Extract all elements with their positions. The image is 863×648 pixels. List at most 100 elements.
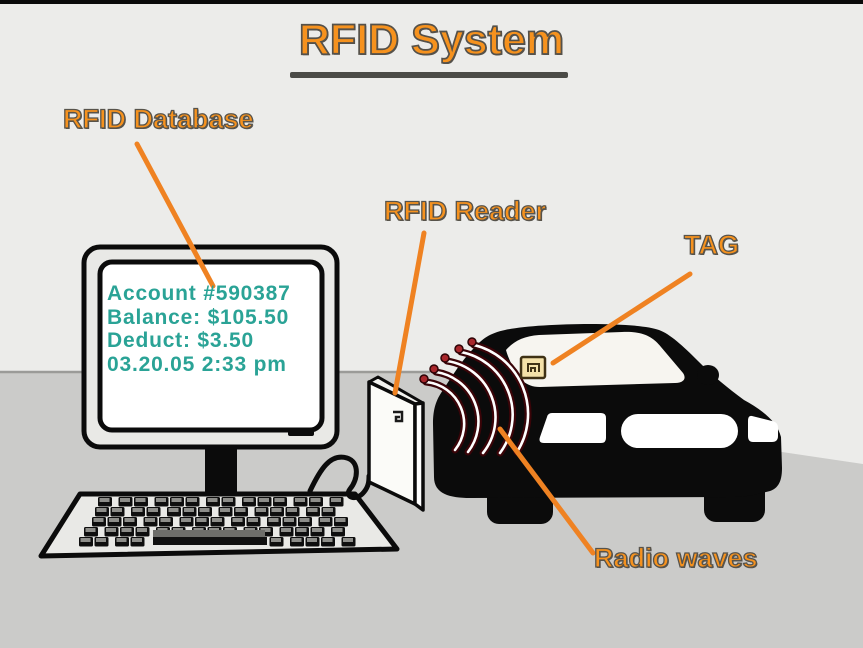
keyboard-key-top	[168, 508, 179, 512]
monitor	[81, 244, 340, 450]
radio-wave-arc-highlight	[472, 343, 530, 454]
keyboard-key-top	[287, 508, 297, 512]
keyboard-key-top	[310, 498, 321, 502]
top-border	[0, 0, 863, 4]
keyboard-key-top	[291, 538, 302, 542]
keyboard-key-top	[274, 498, 285, 502]
keyboard-key-top	[284, 518, 294, 522]
car-headlight-left	[539, 413, 606, 443]
label-rfid-database: RFID Database	[62, 103, 254, 134]
keyboard-key-top	[271, 508, 282, 512]
keyboard-key-top	[299, 518, 310, 522]
wave-dot	[440, 353, 450, 363]
keyboard-key-top	[271, 538, 281, 542]
keyboard-key-top	[320, 518, 330, 522]
screen-line-balance: Balance: $105.50	[107, 305, 290, 329]
car-headlight-right	[748, 415, 778, 442]
keyboard-key-top	[260, 528, 271, 532]
keyboard	[38, 491, 400, 559]
leader-line-tag	[550, 271, 693, 366]
wave-dot	[419, 374, 429, 384]
keyboard-key-top	[124, 518, 135, 522]
keyboard-key-top	[99, 498, 110, 502]
keyboard-key-top	[307, 538, 317, 542]
label-radio-waves: Radio waves	[593, 542, 758, 573]
label-tag: TAG	[683, 229, 739, 260]
radio-wave-arc-highlight	[445, 359, 497, 455]
leader-line-waves	[497, 426, 596, 556]
reader-side-face	[413, 401, 425, 512]
keyboard-key-top	[93, 518, 104, 522]
keyboard-key-top	[85, 528, 96, 532]
keyboard-key-top	[207, 498, 218, 502]
keyboard-key-top	[322, 538, 333, 542]
reader-front-face	[367, 380, 417, 506]
keyboard-key-top	[268, 518, 279, 522]
keyboard-key-top	[156, 498, 166, 502]
keyboard-key-top	[307, 508, 318, 512]
leader-lines	[134, 141, 693, 556]
car-side-mirror	[697, 365, 719, 385]
keyboard-key-top	[220, 508, 230, 512]
radio-wave-arc-highlight	[424, 380, 466, 452]
tag-chip-icon	[527, 363, 540, 372]
rfid-tag	[519, 355, 547, 380]
screen-line-datetime: 03.20.05 2:33 pm	[107, 352, 287, 376]
keyboard-key-top	[96, 508, 107, 512]
spacebar-top	[153, 530, 265, 537]
keyboard-key-top	[196, 518, 207, 522]
keyboard-key-top	[248, 518, 258, 522]
keyboard-key-top	[132, 508, 143, 512]
keyboard-key-top	[145, 518, 155, 522]
keyboard-key-top	[335, 518, 346, 522]
cable	[307, 454, 372, 501]
keyboard-key-top	[109, 518, 119, 522]
keyboard-key-top	[295, 498, 305, 502]
keyboard-key-top	[184, 508, 194, 512]
wave-dot	[429, 364, 439, 374]
keyboard-key-top	[243, 498, 254, 502]
keyboard-key-top	[323, 508, 333, 512]
car-windshield	[506, 331, 685, 387]
keyboard-key-top	[212, 518, 222, 522]
keyboard-key-top	[187, 498, 197, 502]
keyboard-key-top	[137, 528, 147, 532]
screen-line-account: Account #590387	[107, 282, 291, 305]
keyboard-key-top	[312, 528, 322, 532]
page-title: RFID System	[298, 15, 565, 65]
keyboard-key-top	[232, 518, 243, 522]
reader-logo	[393, 410, 404, 423]
keyboard-key-top	[135, 498, 146, 502]
keyboard-key-top	[121, 528, 132, 532]
wave-dot	[467, 337, 477, 347]
monitor-power-led	[288, 430, 314, 436]
rfid-reader-device	[367, 375, 425, 512]
keyboard-key-top	[160, 518, 171, 522]
keyboard-key-top	[256, 508, 266, 512]
monitor-stand	[205, 445, 237, 495]
keyboard-keys	[79, 497, 356, 547]
keyboard-key-top	[235, 508, 246, 512]
keyboard-key-top	[281, 528, 291, 532]
keyboard-key-top	[223, 498, 233, 502]
wave-dot	[454, 344, 464, 354]
keyboard-key-top	[96, 538, 106, 542]
keyboard-key-top	[259, 498, 269, 502]
label-rfid-reader: RFID Reader	[383, 195, 547, 226]
keyboard-key-top	[171, 498, 182, 502]
leader-line-database	[134, 141, 216, 289]
radio-wave-arc-highlight	[434, 370, 480, 454]
keyboard-key-top	[120, 498, 130, 502]
keyboard-key-top	[148, 508, 158, 512]
spacebar	[153, 537, 267, 545]
keyboard-key-top	[199, 508, 210, 512]
keyboard-key-top	[106, 528, 116, 532]
keyboard-key-top	[296, 528, 307, 532]
leader-line-reader	[392, 230, 427, 396]
keyboard-key-top	[132, 538, 142, 542]
car-grille	[621, 414, 738, 448]
keyboard-key-top	[80, 538, 91, 542]
title-underline	[290, 72, 568, 78]
